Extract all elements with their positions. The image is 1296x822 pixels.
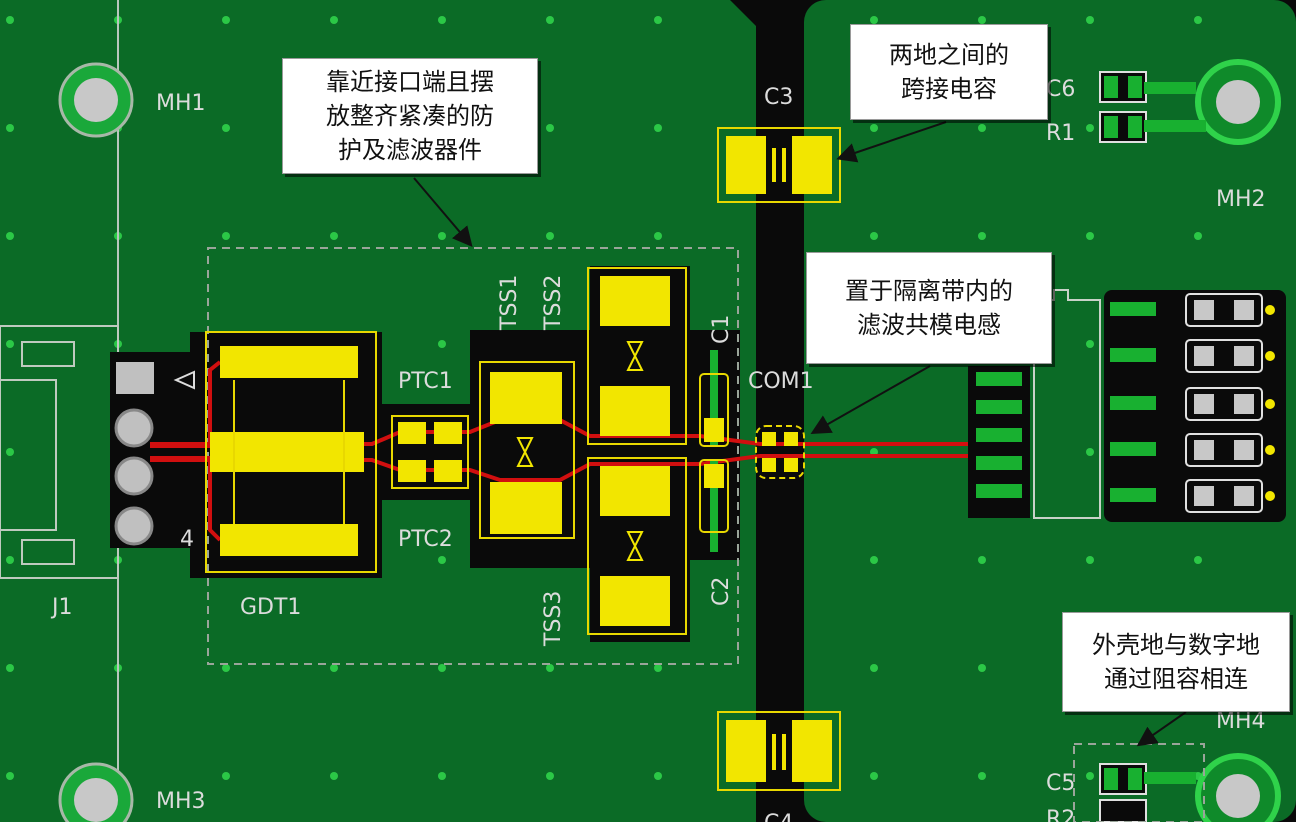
- label-ptc2: PTC2: [398, 527, 453, 552]
- label-gdt1: GDT1: [240, 595, 301, 620]
- label-j1: J1: [50, 595, 73, 620]
- tss2-component: [587, 267, 687, 445]
- bidirectional-diode-icon: [516, 437, 534, 467]
- j1-pin-3: [114, 456, 154, 496]
- j1-pin-1: [116, 362, 154, 394]
- mounting-hole-mh1: [58, 62, 134, 138]
- callout-shell-ground: 外壳地与数字地 通过阻容相连: [1062, 612, 1290, 712]
- callout-protection: 靠近接口端且摆 放整齐紧凑的防 护及滤波器件: [282, 58, 538, 174]
- c6-r1-components: [1099, 71, 1206, 143]
- label-mh2: MH2: [1216, 187, 1266, 212]
- ptc-components: [391, 415, 469, 489]
- mounting-hole-mh4: [1195, 753, 1281, 822]
- c1-component: [699, 350, 729, 447]
- label-mh1: MH1: [156, 91, 206, 116]
- bidirectional-diode-icon: [626, 531, 644, 561]
- label-c4: C4: [764, 811, 793, 822]
- label-tss2: TSS2: [541, 275, 566, 331]
- label-ptc1: PTC1: [398, 369, 453, 394]
- mounting-hole-mh2: [1195, 59, 1281, 145]
- gdt1-component: [205, 331, 377, 573]
- com1-component: [755, 425, 805, 479]
- c2-component: [699, 459, 729, 552]
- c4-component: [717, 711, 841, 791]
- tss3-component: [587, 457, 687, 635]
- label-tss3: TSS3: [541, 591, 566, 647]
- label-mh3: MH3: [156, 789, 206, 814]
- bidirectional-diode-icon: [626, 341, 644, 371]
- label-mh4: MH4: [1216, 709, 1266, 734]
- pointer-arrow-icon: [413, 121, 1187, 747]
- label-c2: C2: [709, 577, 734, 606]
- j1-pin-2: [114, 408, 154, 448]
- label-tss1: TSS1: [497, 275, 522, 331]
- label-r1: R1: [1046, 121, 1075, 146]
- label-pin4: 4: [180, 527, 194, 552]
- c5-r2-components: [1073, 743, 1205, 822]
- pin1-marker-icon: [173, 370, 195, 390]
- label-c6: C6: [1046, 77, 1075, 102]
- c3-component: [717, 127, 841, 203]
- label-r2: R2: [1046, 807, 1075, 822]
- label-com1: COM1: [748, 369, 814, 394]
- label-c3: C3: [764, 85, 793, 110]
- label-c1: C1: [709, 315, 734, 344]
- label-c5: C5: [1046, 771, 1075, 796]
- mounting-hole-mh3: [58, 762, 134, 822]
- resistor-array: [1185, 293, 1275, 513]
- callout-common-mode: 置于隔离带内的 滤波共模电感: [806, 252, 1052, 364]
- tss1-component: [479, 361, 575, 539]
- callout-bridge-cap: 两地之间的 跨接电容: [850, 24, 1048, 120]
- j1-pin-4: [114, 506, 154, 546]
